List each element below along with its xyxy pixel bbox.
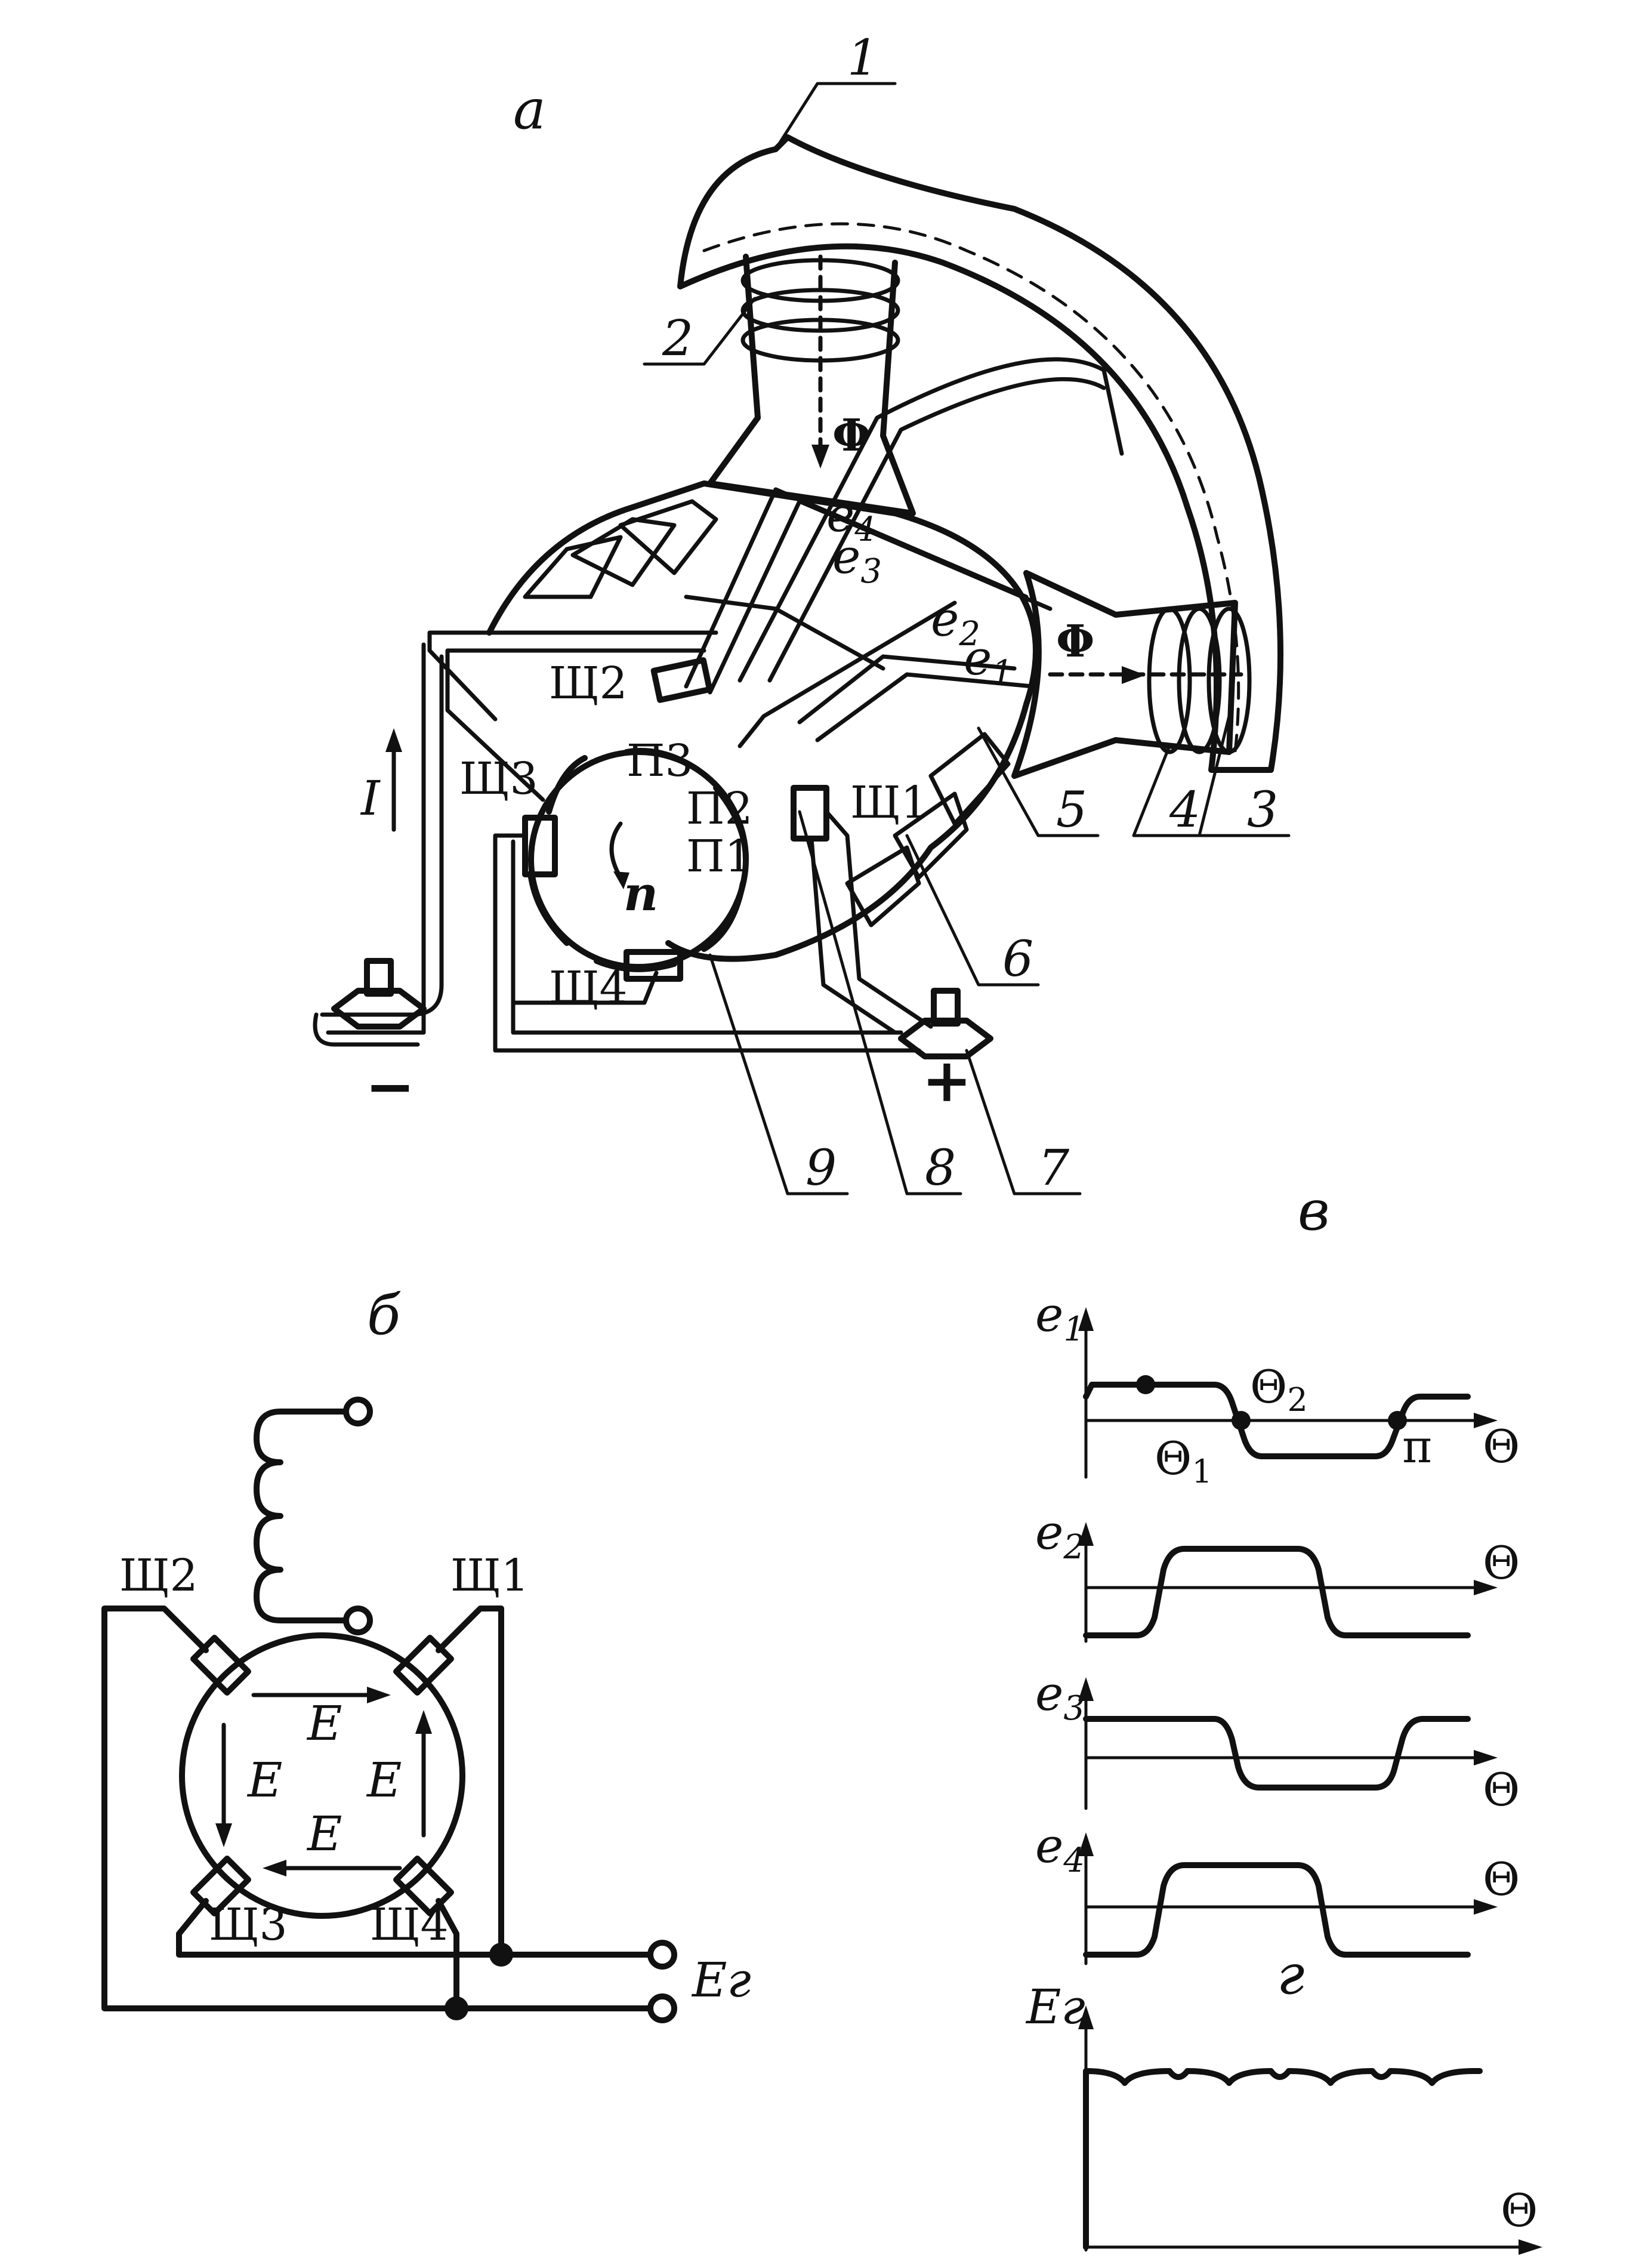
lead-sh1 (809, 809, 933, 1035)
scheme-label-sh4: Щ4 (370, 1899, 449, 1950)
svg-text:e3: e3 (1035, 1666, 1085, 1728)
junction-top (489, 1943, 513, 1967)
brush-label-sh2: Щ2 (549, 658, 628, 709)
flux-label-top: Φ (832, 410, 871, 461)
callout-5: 5 (1056, 782, 1087, 839)
scheme-label-sh1: Щ1 (450, 1550, 529, 1601)
waveform-eg: г Eг Θ (1025, 1943, 1542, 2255)
svg-text:Θ: Θ (1483, 1420, 1520, 1473)
plate-label-p1: П1 (686, 831, 753, 882)
svg-text:Θ1: Θ1 (1155, 1432, 1212, 1490)
waveform-e3: e3 Θ (1035, 1666, 1520, 1816)
waveform-e4: e4 Θ (1035, 1818, 1520, 1965)
rotation-label: n (624, 865, 658, 922)
armature-conductors (684, 357, 1124, 748)
emf-label-e1: e1 (964, 630, 1013, 692)
field-winding-right (1147, 606, 1252, 754)
commutator (528, 748, 749, 972)
stator-yoke (677, 134, 1283, 773)
wire-sh1 (436, 1606, 653, 1958)
plate-label-p2: П2 (686, 783, 753, 834)
brush-sh3 (522, 815, 558, 877)
panel-label-b: б (367, 1283, 401, 1347)
svg-text:Θ2: Θ2 (1250, 1360, 1308, 1419)
callout-8: 8 (925, 1140, 956, 1197)
coil-terminal-top (343, 1397, 373, 1426)
callout-leaders (643, 82, 1291, 1195)
scheme-label-sh2: Щ2 (119, 1550, 198, 1601)
panel-label-a: а (513, 78, 546, 141)
svg-text:e2: e2 (1035, 1505, 1085, 1567)
armature-circle (179, 1632, 465, 1919)
callout-3: 3 (1247, 782, 1278, 839)
minus-sign: − (365, 1051, 415, 1121)
rotation-arrow (609, 821, 623, 880)
junction-bottom (445, 1996, 468, 2020)
brush-label-sh1: Щ1 (850, 777, 929, 828)
coil-terminal-bottom (343, 1606, 373, 1635)
svg-text:Θ: Θ (1483, 1853, 1520, 1906)
armature-core (486, 480, 1039, 962)
callout-2: 2 (662, 310, 693, 367)
flux-arrowhead-top (811, 445, 829, 469)
flux-arrowhead-right (1122, 666, 1146, 684)
wire-sh2-frame (101, 1606, 653, 2011)
svg-text:Θ: Θ (1483, 1536, 1520, 1589)
brush-label-sh3: Щ3 (459, 753, 538, 805)
svg-text:π: π (1402, 1420, 1432, 1473)
brush-label-sh4: Щ4 (549, 962, 628, 1013)
main-pole-top (707, 254, 916, 516)
lead-negative-2 (326, 642, 426, 1035)
field-coil (254, 1409, 349, 1623)
emf-arrows (215, 1687, 432, 1876)
emf-E-bottom: E (306, 1806, 342, 1862)
panel-a-machine: а Φ Φ (313, 30, 1291, 1197)
emf-label-e4: e4 (826, 487, 876, 549)
flux-label-right: Φ (1056, 616, 1094, 667)
wire-sh4 (436, 1898, 459, 2011)
svg-text:Eг: Eг (1025, 1979, 1085, 2035)
callout-9: 9 (806, 1140, 837, 1197)
scheme-output-label: Eг (691, 1952, 751, 2008)
callout-6: 6 (1002, 931, 1033, 988)
emf-E-right: E (366, 1752, 402, 1808)
panel-label-g: г (1277, 1943, 1305, 2007)
svg-text:e4: e4 (1035, 1818, 1085, 1880)
plus-sign: + (922, 1045, 972, 1115)
terminal-negative (313, 958, 427, 1047)
svg-text:e1: e1 (1035, 1287, 1085, 1349)
current-label: I (360, 771, 381, 826)
rotation-arrowhead (613, 871, 629, 889)
emf-E-top: E (306, 1696, 342, 1751)
yoke-flux-path (702, 222, 1240, 754)
emf-E-left: E (246, 1752, 282, 1808)
callout-7: 7 (1038, 1140, 1070, 1197)
brush-sh2 (650, 657, 713, 703)
svg-text:Θ: Θ (1501, 2184, 1538, 2237)
plate-label-p3: П3 (627, 735, 693, 787)
panel-label-v: в (1298, 1179, 1330, 1243)
main-pole-right (1011, 570, 1238, 779)
terminal-positive (898, 988, 993, 1059)
svg-text:Θ: Θ (1483, 1763, 1520, 1816)
waveform-e1: e1 Θ1 Θ2 π Θ (1035, 1287, 1520, 1490)
current-arrowhead (385, 728, 402, 752)
lead-positive (493, 833, 921, 1053)
scheme-label-sh3: Щ3 (209, 1899, 288, 1950)
output-terminal-bottom (647, 1993, 677, 2023)
wire-sh3 (176, 1898, 504, 1958)
waveform-e2: e2 Θ (1035, 1505, 1520, 1643)
output-terminal-top (647, 1940, 677, 1970)
panel-v-waveforms: в e1 Θ1 Θ2 π Θ e2 Θ (1025, 1179, 1542, 2255)
callout-1: 1 (847, 30, 878, 87)
panel-b-scheme: б E E E E (101, 1283, 751, 2023)
callout-4: 4 (1169, 782, 1200, 839)
